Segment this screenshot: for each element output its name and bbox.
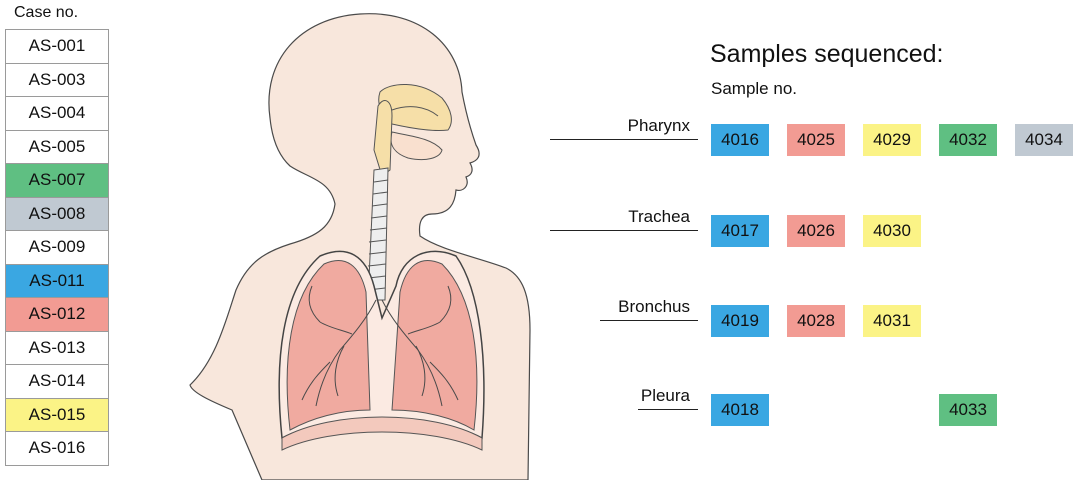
case-cell: AS-016 [5,431,109,466]
case-cell: AS-003 [5,63,109,98]
organ-label: Bronchus [530,297,690,317]
sample-box: 4019 [711,305,769,337]
leader-line [550,230,698,231]
sample-box: 4016 [711,124,769,156]
case-cell: AS-011 [5,264,109,299]
case-cell: AS-005 [5,130,109,165]
sample-box: 4029 [863,124,921,156]
organ-label: Pleura [530,386,690,406]
sample-box: 4026 [787,215,845,247]
case-cell: AS-009 [5,230,109,265]
respiratory-anatomy-illustration [170,0,690,480]
sample-box: 4032 [939,124,997,156]
case-cell: AS-015 [5,398,109,433]
case-cell: AS-014 [5,364,109,399]
case-list-header: Case no. [14,4,78,22]
sample-box: 4033 [939,394,997,426]
leader-line [550,139,698,140]
sample-box: 4017 [711,215,769,247]
sample-box: 4025 [787,124,845,156]
organ-label: Pharynx [530,116,690,136]
case-cell: AS-008 [5,197,109,232]
case-cell: AS-013 [5,331,109,366]
case-cell: AS-007 [5,163,109,198]
sample-box: 4034 [1015,124,1073,156]
case-cell: AS-004 [5,96,109,131]
samples-subtitle: Sample no. [711,79,797,99]
sample-box: 4030 [863,215,921,247]
case-cell: AS-012 [5,297,109,332]
leader-line [638,409,698,410]
leader-line [600,320,698,321]
samples-title: Samples sequenced: [710,40,943,69]
organ-label: Trachea [530,207,690,227]
case-cell: AS-001 [5,29,109,64]
sample-box: 4018 [711,394,769,426]
sample-box: 4028 [787,305,845,337]
sample-box: 4031 [863,305,921,337]
